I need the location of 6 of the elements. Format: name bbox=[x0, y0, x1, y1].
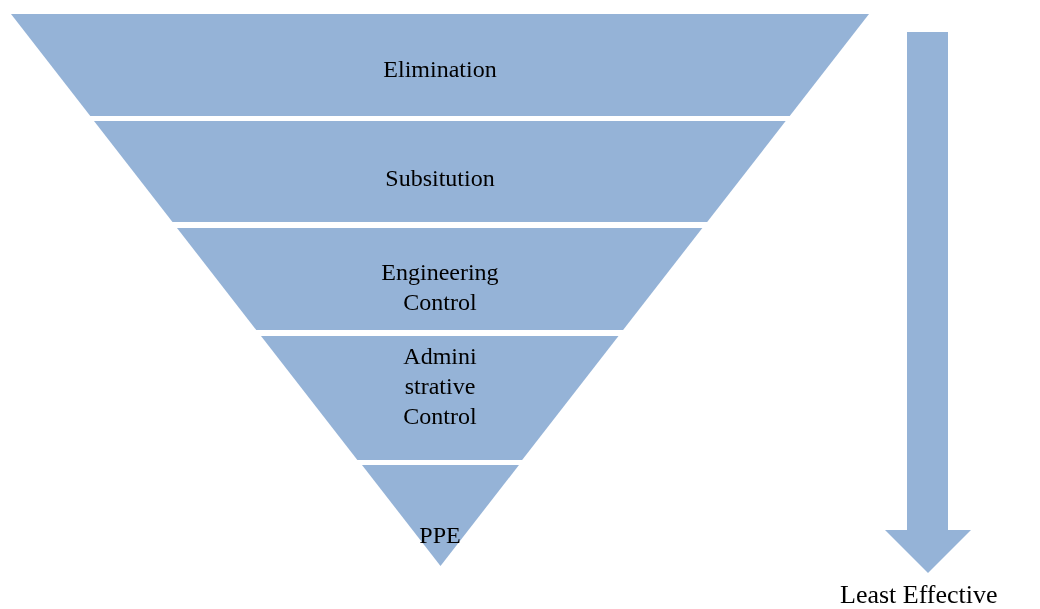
level-label: Subsitution bbox=[384, 164, 496, 193]
level-label: Elimination bbox=[382, 55, 498, 84]
level-label: Engineering Control bbox=[380, 258, 500, 317]
axis-label: Least Effective bbox=[840, 580, 998, 609]
level-label: PPE bbox=[418, 521, 462, 550]
level-label: Admini strative Control bbox=[402, 342, 478, 431]
